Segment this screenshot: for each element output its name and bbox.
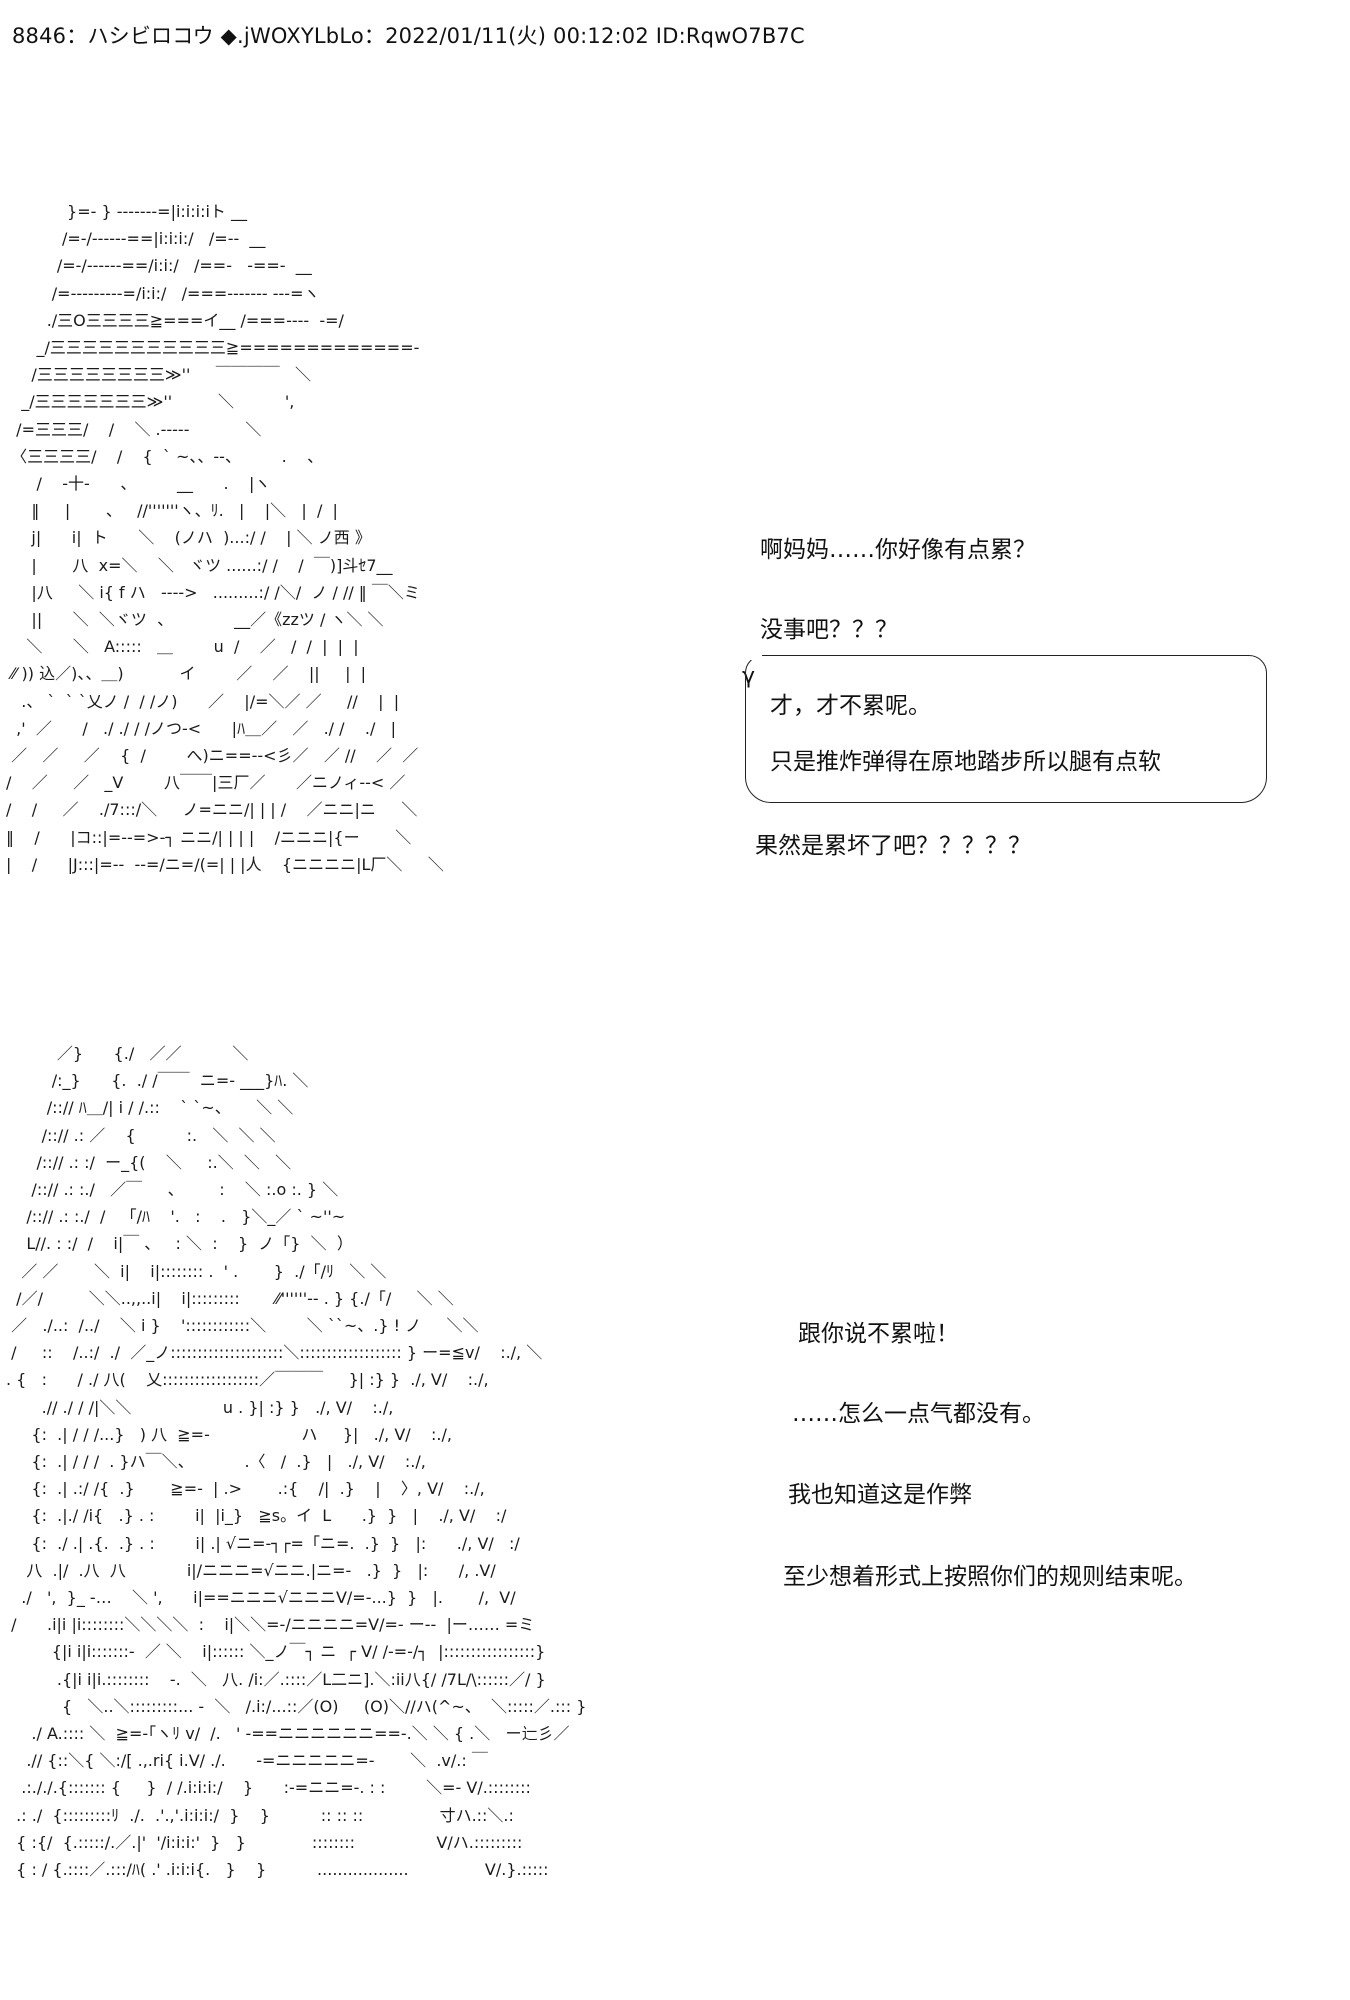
dialogue-line: 至少想着形式上按照你们的规则结束呢。 (783, 1564, 1197, 1590)
ascii-art-top: }=- } -------=|i:i:i:iト __ /=-/------==|… (6, 202, 444, 874)
post-header: 8846：ハシビロコウ ◆.jWOXYLbLo：2022/01/11(火) 00… (12, 24, 805, 48)
dialogue-line: 跟你说不累啦！ (798, 1321, 959, 1347)
speech-bubble: 才，才不累呢。 只是推炸弹得在原地踏步所以腿有点软 (742, 654, 1267, 803)
dialogue-line: 果然是累坏了吧？？？？？ (755, 833, 1031, 859)
dialogue-line: 没事吧？？？ (760, 617, 898, 643)
bubble-line: 才，才不累呢。 (770, 693, 931, 719)
dialogue-line: 啊妈妈……你好像有点累？ (760, 537, 1036, 563)
ascii-art-bottom: ／} {./ ／／ ＼ /:_} {. ./ /￣￣ ニ=- ___}ﾊ. ＼ … (6, 1044, 587, 1880)
dialogue-line: ……怎么一点气都没有。 (792, 1401, 1045, 1427)
dialogue-line: 我也知道这是作弊 (788, 1482, 972, 1508)
bubble-line: 只是推炸弹得在原地踏步所以腿有点软 (770, 749, 1161, 775)
